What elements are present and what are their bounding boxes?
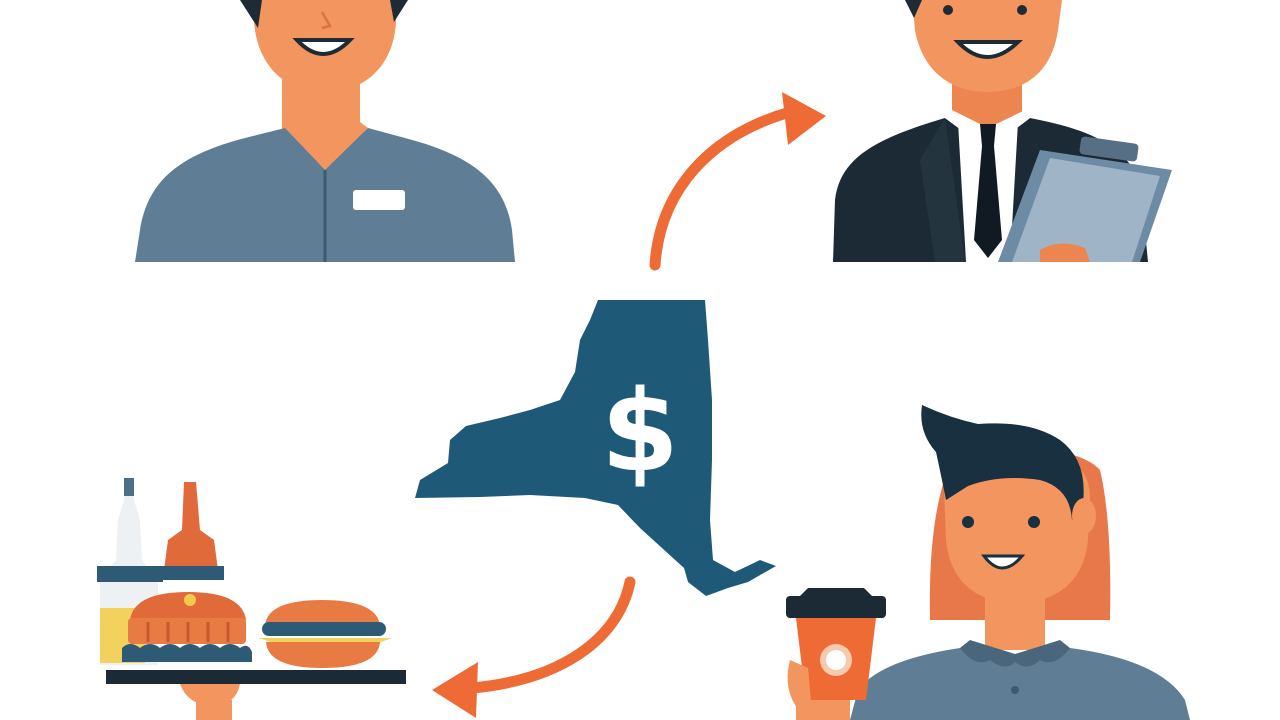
worker-smile (292, 38, 355, 56)
manager-hand (1040, 243, 1090, 262)
arrow-curve-up (649, 106, 796, 271)
worker-collar (285, 122, 368, 170)
barista-shirt (850, 648, 1190, 720)
arrow-curve-down (466, 576, 636, 694)
arrow-to-food (432, 576, 636, 718)
manager-hair (905, 0, 922, 18)
new-york-state-map: $ (415, 300, 776, 596)
manager-tie (974, 124, 1002, 258)
barista-ear (1072, 498, 1096, 534)
barista-arm (796, 700, 850, 720)
shirt-button (1011, 686, 1019, 694)
tray-arm (196, 700, 232, 720)
manager-eye-left (943, 5, 953, 15)
worker-hair-right (390, 0, 408, 22)
barista-collar (960, 640, 1070, 667)
worker-figure (135, 0, 515, 262)
arrow-head-up (782, 92, 826, 145)
white-bottle-band (97, 566, 163, 582)
barista-hair-top (921, 405, 1084, 520)
clipboard-paper (1012, 158, 1160, 262)
manager-eye-right (1017, 5, 1027, 15)
white-bottle-cap (124, 478, 134, 496)
pie-crust (122, 644, 252, 662)
burger-patty-top (262, 622, 386, 636)
name-badge (353, 190, 405, 210)
red-bottle (164, 482, 218, 570)
burger-bun-top (265, 600, 380, 625)
dollar-sign: $ (601, 367, 679, 497)
barista-smile (980, 554, 1026, 570)
arrow-head-down (432, 662, 478, 718)
manager-smile (953, 40, 1023, 59)
cup-lid-top (800, 588, 872, 596)
clipboard-clip (1079, 136, 1139, 162)
manager-lapel-left (920, 118, 965, 262)
cup-lid (786, 596, 886, 618)
businessman-figure (833, 0, 1172, 262)
burger-bun-bottom (266, 642, 380, 668)
worker-hair (240, 0, 262, 28)
tray (106, 670, 406, 684)
barista-figure (786, 405, 1190, 720)
worker-nose (320, 11, 332, 30)
pie-ridges (146, 622, 230, 642)
pie (122, 592, 252, 662)
barista-eye-right (1028, 516, 1040, 528)
pie-top (130, 592, 246, 620)
cup-logo-inner (826, 650, 846, 670)
barista-face (944, 466, 1090, 604)
pie-topping (184, 594, 196, 606)
clipboard (998, 136, 1172, 262)
barista-eye-left (962, 516, 974, 528)
arrow-to-manager (649, 92, 826, 271)
food-tray (97, 478, 406, 720)
burger (258, 600, 392, 668)
coffee-cup (786, 588, 886, 720)
state-shape (415, 300, 776, 596)
red-bottle-band (160, 566, 224, 580)
barista-hand (787, 660, 812, 712)
